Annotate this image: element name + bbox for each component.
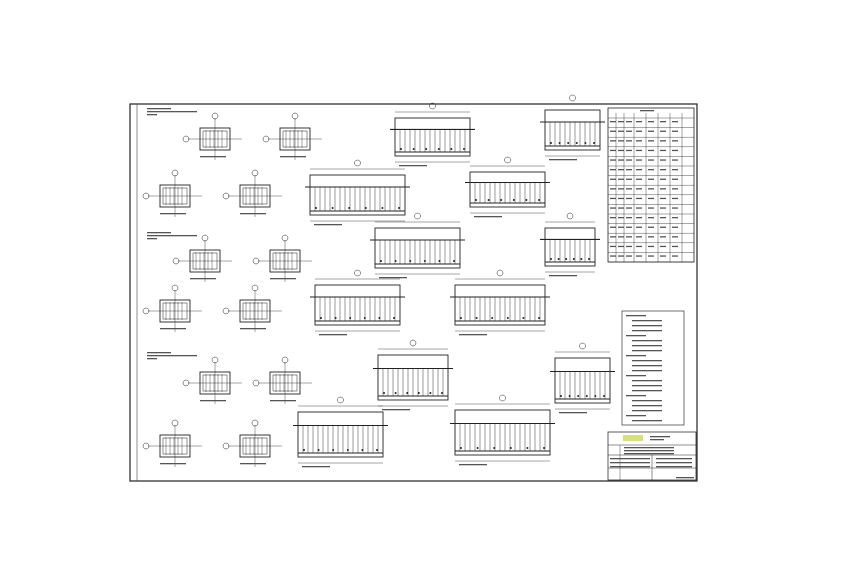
column-section-detail [182,356,242,404]
rebar-schedule-table [607,107,695,263]
beam-reinforcement-section [540,94,605,161]
beam-reinforcement-section [310,269,405,336]
column-section-detail [182,112,242,160]
title-block [607,431,697,481]
company-logo [623,435,643,441]
column-section-detail [222,419,282,467]
column-section-detail [172,234,232,282]
general-notes-box [621,310,685,426]
column-section-detail [222,284,282,332]
reinforcement-details [142,94,615,468]
column-section-detail [262,112,322,160]
beam-reinforcement-section [465,156,550,218]
sheet-frame [129,103,698,482]
beam-reinforcement-section [370,212,465,279]
column-section-detail [222,169,282,217]
beam-reinforcement-section [373,339,453,411]
beam-reinforcement-section [293,396,388,468]
column-section-detail [142,169,202,217]
beam-reinforcement-section [550,342,615,414]
column-section-detail [252,234,312,282]
beam-reinforcement-section [450,269,550,336]
column-section-detail [252,356,312,404]
column-section-detail [142,419,202,467]
beam-reinforcement-section [540,212,600,277]
beam-reinforcement-section [390,102,475,167]
beam-reinforcement-section [450,394,555,466]
column-section-detail [142,284,202,332]
beam-reinforcement-section [305,159,410,226]
